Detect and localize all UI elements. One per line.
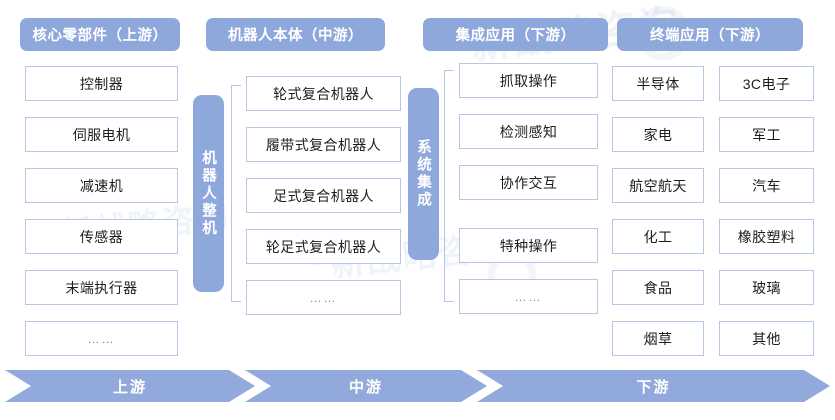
item-box[interactable]: 减速机 (25, 168, 178, 203)
column-header-terminal-application: 终端应用（下游） (617, 18, 803, 51)
item-box[interactable]: 控制器 (25, 66, 178, 101)
flow-segment-upstream[interactable]: 上游 (5, 370, 255, 402)
item-box[interactable]: 食品 (612, 270, 704, 305)
item-box[interactable]: 伺服电机 (25, 117, 178, 152)
flow-segment-downstream[interactable]: 下游 (477, 370, 830, 402)
item-box[interactable]: 轮足式复合机器人 (246, 229, 401, 264)
vertical-label-system-integration: 系统集成 (408, 88, 439, 260)
item-box[interactable]: 协作交互 (459, 165, 598, 200)
item-box[interactable]: 汽车 (719, 168, 814, 203)
column-header-integrated-application: 集成应用（下游） (423, 18, 608, 51)
column-header-core-components: 核心零部件（上游） (20, 18, 180, 51)
item-box-ellipsis[interactable]: …… (459, 279, 598, 314)
item-box[interactable]: 检测感知 (459, 114, 598, 149)
item-box[interactable]: 航空航天 (612, 168, 704, 203)
vertical-label-robot-whole-machine: 机器人整机 (193, 95, 224, 292)
flow-segment-midstream[interactable]: 中游 (245, 370, 487, 402)
item-box[interactable]: 烟草 (612, 321, 704, 356)
item-box[interactable]: 化工 (612, 219, 704, 254)
item-box[interactable]: 特种操作 (459, 228, 598, 263)
item-box[interactable]: 玻璃 (719, 270, 814, 305)
item-box[interactable]: 家电 (612, 117, 704, 152)
item-box[interactable]: 末端执行器 (25, 270, 178, 305)
item-box[interactable]: 橡胶塑料 (719, 219, 814, 254)
item-box-ellipsis[interactable]: …… (25, 321, 178, 356)
item-box[interactable]: 轮式复合机器人 (246, 76, 401, 111)
item-box[interactable]: 军工 (719, 117, 814, 152)
bracket-connector-integrated-application (444, 70, 454, 302)
item-box[interactable]: 其他 (719, 321, 814, 356)
column-header-robot-body: 机器人本体（中游） (206, 18, 385, 51)
item-box[interactable]: 传感器 (25, 219, 178, 254)
item-box[interactable]: 3C电子 (719, 66, 814, 101)
item-box[interactable]: 履带式复合机器人 (246, 127, 401, 162)
bracket-connector-robot-body (231, 85, 241, 302)
item-box-ellipsis[interactable]: …… (246, 280, 401, 315)
item-box[interactable]: 抓取操作 (459, 63, 598, 98)
item-box[interactable]: 半导体 (612, 66, 704, 101)
item-box[interactable]: 足式复合机器人 (246, 178, 401, 213)
